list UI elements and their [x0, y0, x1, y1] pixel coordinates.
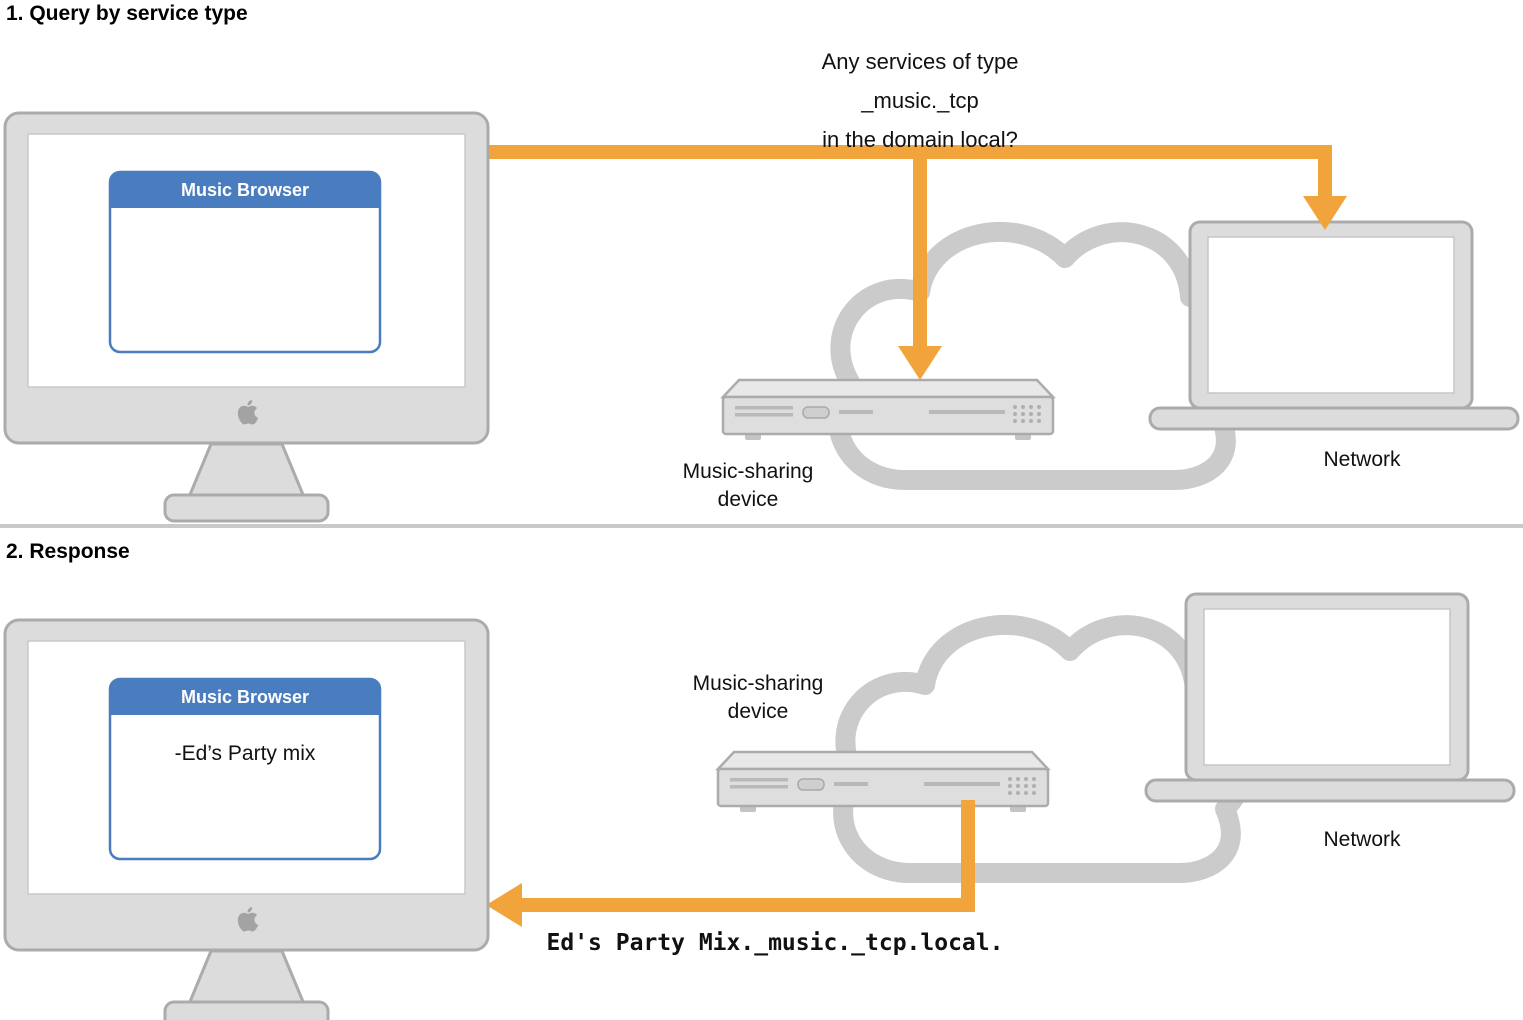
- section1-scene: [3, 111, 1520, 523]
- device-label-2-line2: device: [727, 700, 789, 723]
- music-browser-item: -Ed’s Party mix: [174, 742, 316, 765]
- music-browser-title-1: Music Browser: [180, 180, 310, 200]
- network-cloud-1: [838, 232, 1241, 480]
- music-browser-title-2: Music Browser: [180, 687, 310, 707]
- device-label-1-line1: Music-sharing: [682, 460, 814, 483]
- music-sharing-device-2: [716, 750, 1050, 814]
- device-label-2: Music-sharing device: [630, 670, 886, 726]
- query-arrowhead-device: [898, 346, 942, 380]
- query-arrow-line: [488, 145, 1332, 198]
- section-divider: [0, 524, 1523, 528]
- network-laptop-2: [1144, 592, 1516, 803]
- section1-title: 1. Query by service type: [6, 2, 248, 25]
- response-arrowhead-imac: [486, 883, 522, 927]
- music-sharing-device-1: [721, 378, 1055, 442]
- network-laptop-1: [1148, 220, 1520, 431]
- device-label-2-line1: Music-sharing: [692, 672, 824, 695]
- network-label-1: Network: [1323, 448, 1401, 471]
- response-message: Ed's Party Mix._music._tcp.local.: [546, 930, 1004, 956]
- query-text-line3: in the domain local?: [822, 127, 1018, 152]
- response-arrow-line: [520, 800, 975, 912]
- device-label-1-line2: device: [717, 488, 779, 511]
- query-text: Any services of type _music._tcp in the …: [760, 42, 1080, 159]
- device-label-1: Music-sharing device: [620, 458, 876, 514]
- network-label-2: Network: [1323, 828, 1401, 851]
- query-arrowhead-laptop: [1303, 196, 1347, 230]
- section2-scene: [3, 592, 1516, 1020]
- query-text-line2: _music._tcp: [861, 88, 979, 113]
- section2-title: 2. Response: [6, 540, 130, 563]
- query-text-line1: Any services of type: [821, 49, 1019, 74]
